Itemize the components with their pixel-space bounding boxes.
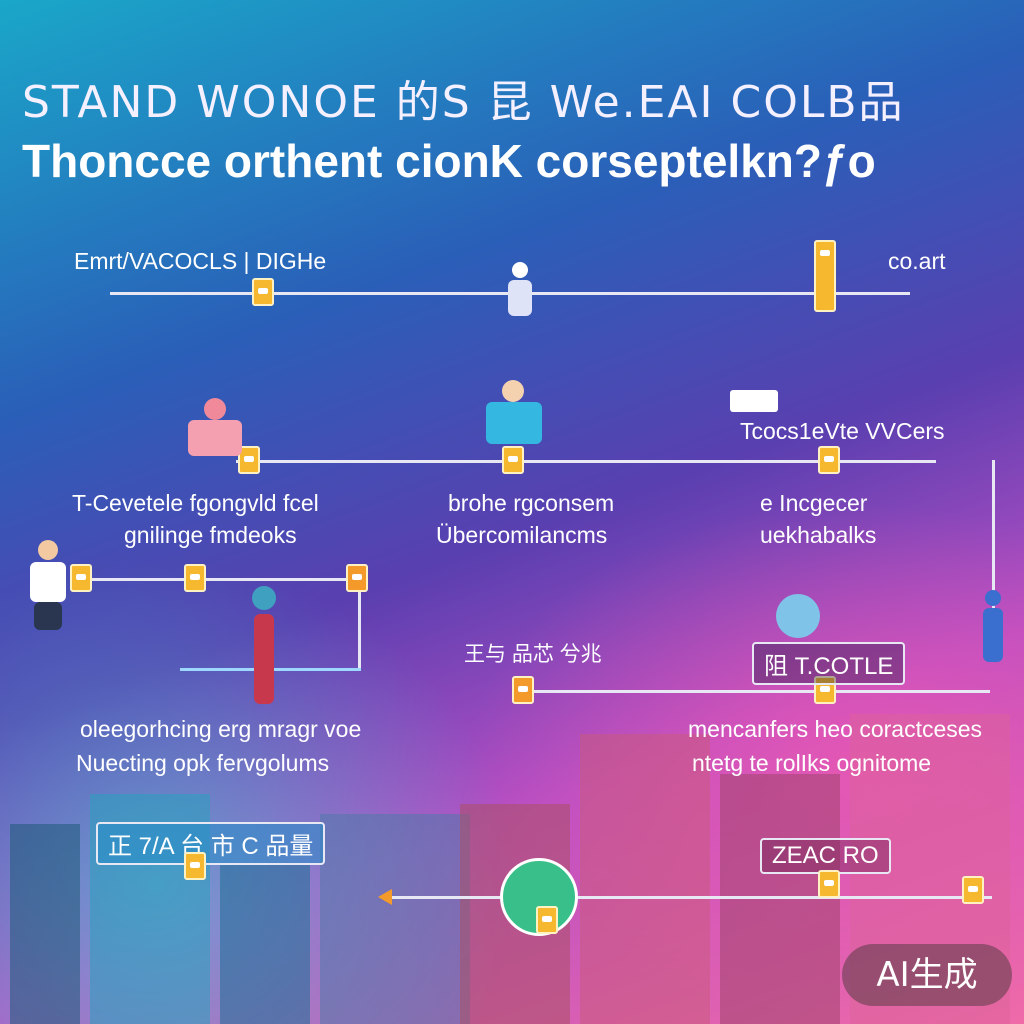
ai-generated-watermark: AI生成	[842, 944, 1012, 1006]
row2-right-caption-1: e Incgecer	[760, 490, 868, 516]
row3-left-caption-2: Nuecting opk fervgolums	[76, 750, 330, 776]
row2-node-1[interactable]	[238, 446, 260, 474]
row4-arrow-left-icon	[378, 889, 392, 905]
row1-node-2[interactable]	[814, 240, 836, 312]
row4-node-4[interactable]	[962, 876, 984, 904]
row4-node-1[interactable]	[184, 852, 206, 880]
row1-figure-icon	[506, 262, 534, 318]
row2-node-2[interactable]	[502, 446, 524, 474]
row1-node-1[interactable]	[252, 278, 274, 306]
row3-left-caption-1: oleegorhcing erg mragr voe	[80, 716, 362, 742]
row4-connector-line	[392, 896, 992, 899]
row1-right-label: co.art	[888, 248, 946, 274]
row3-far-right-person-icon	[980, 590, 1006, 664]
row3-right-sign: 阻 T.COTLE	[752, 642, 906, 685]
row2-mid-person-icon	[484, 380, 544, 450]
title-line-2: Thoncce orthent cionK corseptelkn?ƒo	[22, 135, 876, 187]
row2-mid-caption-2: Übercomilancms	[436, 522, 608, 548]
row2-left-caption-1: T-Cevetele fgongvld fcel	[72, 490, 319, 516]
row2-node-3[interactable]	[818, 446, 840, 474]
row3-left-connector-line	[70, 578, 360, 581]
row2-right-device-icon	[730, 390, 778, 414]
row3-right-caption-2: ntetg te rolIks ognitome	[692, 750, 932, 776]
row2-left-caption-2: gnilinge fmdeoks	[124, 522, 297, 548]
row3-node-3[interactable]	[346, 564, 368, 592]
row1-left-label: Emrt/VACOCLS | DIGHe	[74, 248, 327, 274]
row4-left-sign: 正 7/A 台 市 C 品量	[96, 822, 326, 865]
row3-right-person-icon	[776, 588, 826, 638]
row4-node-2[interactable]	[536, 906, 558, 934]
title-line-1: STAND WONOE 的S 昆 We.EAI COLB品	[22, 77, 905, 128]
row3-right-caption-1: mencanfers heo coractceses	[688, 716, 983, 742]
row3-left-drop-line	[358, 580, 361, 670]
row2-mid-caption-1: brohe rgconsem	[448, 490, 615, 516]
row3-mid-label: 王与 品芯 兮兆	[464, 643, 602, 666]
row3-mid-connector-line	[520, 690, 990, 693]
row3-node-1[interactable]	[70, 564, 92, 592]
row2-right-label: Tcocs1eVte VVCers	[740, 418, 945, 444]
row3-node-2[interactable]	[184, 564, 206, 592]
row2-right-drop-line	[992, 460, 995, 660]
row4-node-3[interactable]	[818, 870, 840, 898]
row4-right-sign: ZEAC RO	[760, 838, 891, 874]
row3-mid-person-icon	[244, 586, 284, 706]
row2-connector-line	[236, 460, 936, 463]
row3-node-4[interactable]	[512, 676, 534, 704]
row3-left-person-icon	[28, 540, 68, 630]
row2-left-person-icon	[180, 398, 250, 458]
row2-right-caption-2: uekhabalks	[760, 522, 877, 548]
